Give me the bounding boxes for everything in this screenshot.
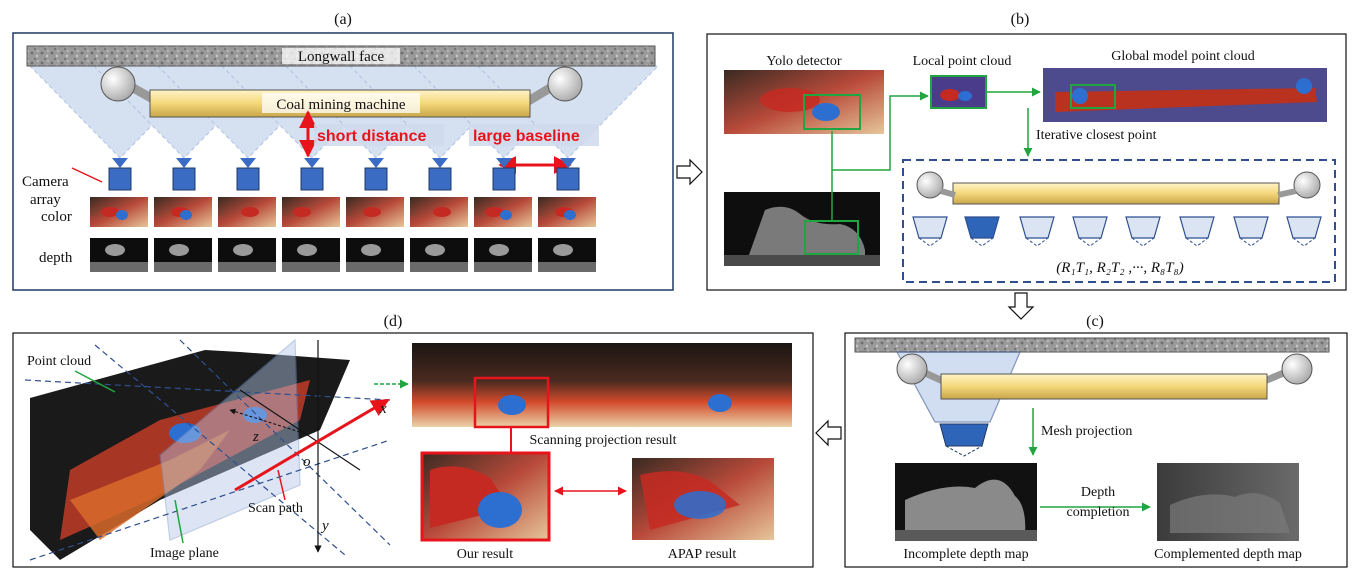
right-arrow-icon: [676, 158, 703, 186]
panel-c-letter: (c): [1086, 313, 1104, 330]
depth-thumbnail-7: [474, 238, 532, 272]
yolo-to-local-arrow: [832, 91, 929, 171]
camera-5: [364, 158, 388, 191]
short-distance-label: short distance: [317, 128, 426, 145]
longwall-face-label: Longwall face: [298, 49, 385, 65]
yolo-detect-box: [803, 94, 861, 130]
pose-camera-8: [1286, 216, 1322, 247]
color-thumbnail-5: [346, 197, 404, 227]
machine-model-c: [896, 353, 1313, 400]
apap-result-label: APAP result: [668, 547, 737, 562]
panel-c: (c) Mesh projection Depth completion Inc…: [844, 313, 1348, 568]
large-baseline-label: large baseline: [473, 128, 580, 145]
camera-c: [939, 423, 989, 447]
depth-completion-line2: completion: [1067, 505, 1130, 520]
yolo-label: Yolo detector: [766, 54, 842, 69]
depth-thumbnail-5: [346, 238, 404, 272]
machine-model-b: [916, 171, 1321, 205]
panel-d-letter: (d): [384, 313, 403, 330]
z-axis-label: z: [252, 429, 259, 445]
camera-pose-icons: [912, 216, 1322, 247]
projection-lines: [24, 339, 391, 561]
short-distance-bg: [314, 124, 444, 146]
large-baseline-bg: [469, 124, 599, 146]
color-thumbnail-4: [282, 197, 340, 227]
local-point-cloud-label: Local point cloud: [913, 54, 1012, 69]
camera-array: [108, 158, 580, 191]
panel-b-letter: (b): [1011, 11, 1030, 28]
image-plane-label: Image plane: [150, 546, 219, 561]
depth-thumbnail-1: [90, 238, 148, 272]
global-match-box: [1070, 84, 1116, 109]
longwall-label-bg: [282, 48, 400, 64]
camera-4: [300, 158, 324, 191]
z-axis: [239, 389, 361, 471]
pose-estimation-box: [902, 159, 1336, 283]
panel-b: (b) Yolo detector Local point cloud Glob…: [706, 11, 1347, 291]
depth-completion-line1: Depth: [1081, 485, 1115, 500]
image-plane-pointer: [174, 499, 184, 544]
camera-pointer-line: [71, 167, 103, 183]
point-cloud-render: [30, 350, 350, 560]
panel-a-letter: (a): [334, 11, 352, 28]
camera-2: [172, 158, 196, 191]
point-cloud-pointer: [74, 370, 116, 393]
global-point-cloud-label: Global model point cloud: [1111, 49, 1254, 64]
image-thumbnails: [90, 197, 596, 272]
camera-6: [428, 158, 452, 191]
machine-label: Coal mining machine: [276, 97, 405, 113]
color-thumbnail-8: [538, 197, 596, 227]
depth-thumbnail-6: [410, 238, 468, 272]
pose-camera-7: [1233, 216, 1269, 247]
point-cloud-label: Point cloud: [27, 354, 91, 369]
pose-camera-6: [1179, 216, 1215, 247]
camera-7: [492, 158, 516, 191]
scanning-projection-label: Scanning projection result: [530, 433, 677, 448]
our-result-label: Our result: [457, 547, 513, 562]
color-thumbnail-6: [410, 197, 468, 227]
pose-camera-3: [1019, 216, 1055, 247]
camera-3: [236, 158, 260, 191]
depth-row-label: depth: [39, 250, 73, 266]
scanning-projection-image: [412, 343, 792, 427]
left-arrow-icon: [815, 419, 842, 447]
panel-a: (a) Longwall face Coal mining machine: [12, 11, 674, 291]
depth-thumbnail-3: [218, 238, 276, 272]
image-plane-shape: [159, 338, 301, 541]
incomplete-depth-label: Incomplete depth map: [903, 547, 1028, 562]
color-thumbnail-2: [154, 197, 212, 227]
pose-camera-5: [1125, 216, 1161, 247]
pose-camera-4: [1072, 216, 1108, 247]
down-arrow-icon: [1007, 292, 1035, 320]
z-direction-arrow: [229, 408, 301, 433]
camera-1: [108, 158, 132, 191]
transforms-label: (R₁T₁, R₂T₂ ,···, R₈T₈): [1056, 260, 1184, 276]
longwall-face-bar-c: [854, 337, 1330, 353]
mesh-projection-label: Mesh projection: [1041, 424, 1132, 439]
y-axis-label: y: [320, 518, 329, 534]
depth-thumbnail-2: [154, 238, 212, 272]
machine-label-bg: [262, 93, 420, 113]
color-thumbnail-1: [90, 197, 148, 227]
color-row-label: color: [41, 209, 72, 225]
camera-label-line2: array: [30, 192, 61, 208]
scan-path-label: Scan path: [248, 501, 303, 516]
panel-d: (d) x y z o Point cloud Image plane: [12, 313, 814, 568]
complemented-depth-label: Complemented depth map: [1154, 547, 1302, 562]
pose-camera-1: [912, 216, 948, 247]
pose-camera-2: [964, 216, 1000, 247]
color-thumbnail-3: [218, 197, 276, 227]
camera-8: [556, 158, 580, 191]
scan-path-pointer: [277, 469, 286, 501]
depth-thumbnail-8: [538, 238, 596, 272]
origin-label: o: [303, 454, 311, 470]
depth-thumbnail-4: [282, 238, 340, 272]
camera-label-line1: Camera: [22, 174, 69, 190]
scan-path-arrow: [234, 398, 390, 492]
color-thumbnail-7: [474, 197, 532, 227]
x-axis-label: x: [379, 401, 387, 417]
icp-label: Iterative closest point: [1036, 128, 1157, 143]
